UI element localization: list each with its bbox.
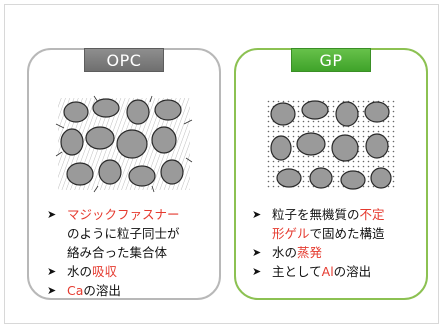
opc-panel: OPC — [27, 48, 221, 300]
particle — [66, 162, 94, 186]
bullet-line: マジックファスナー — [67, 205, 215, 224]
highlighted-text: マジックファスナー — [67, 207, 180, 222]
highlighted-text: 不定 — [359, 207, 385, 222]
bullet-line: 形ゲルで固めた構造 — [272, 224, 426, 243]
particle — [151, 126, 177, 154]
bullet-text: 主として — [272, 264, 322, 279]
bullet-item: ➤ マジックファスナーのように粒子同士が絡み合った集合体 — [45, 205, 215, 262]
arrow-bullet-icon: ➤ — [47, 284, 57, 297]
bullet-item: ➤ Caの溶出 — [45, 281, 215, 300]
gp-panel: GP ➤粒子を無機質の不 — [234, 48, 428, 300]
slide-frame: OPC — [4, 4, 439, 324]
highlighted-text: 蒸発 — [297, 245, 323, 260]
particle — [92, 98, 120, 118]
fiber-hairs — [55, 95, 193, 193]
highlighted-text: Al — [321, 264, 334, 279]
particle — [364, 101, 390, 123]
gp-bullet-list: ➤粒子を無機質の不定形ゲルで固めた構造➤水の蒸発➤主としてAlの溶出 — [250, 205, 426, 281]
particle — [116, 129, 148, 159]
opc-label: OPC — [84, 48, 164, 72]
particle — [63, 101, 89, 123]
particle — [128, 165, 156, 187]
particle — [370, 167, 392, 189]
particle — [301, 100, 329, 120]
arrow-bullet-icon: ➤ — [252, 246, 262, 259]
particle — [309, 167, 333, 189]
bullet-item: ➤ 主としてAlの溶出 — [250, 262, 426, 281]
bullet-text: の溶出 — [333, 264, 372, 279]
bullet-line: のように粒子同士が — [67, 224, 215, 243]
bullet-item: ➤粒子を無機質の不定形ゲルで固めた構造 — [250, 205, 426, 243]
particle — [270, 135, 292, 161]
bullet-text: 水の — [272, 245, 298, 260]
particle — [276, 168, 302, 188]
arrow-bullet-icon: ➤ — [47, 265, 57, 278]
highlighted-text: 形ゲル — [272, 226, 310, 241]
gp-particle-illustration — [265, 98, 397, 190]
particle — [340, 170, 366, 190]
gp-label: GP — [291, 48, 371, 72]
particle — [160, 159, 184, 185]
particle — [365, 133, 389, 159]
bullet-text: 水の — [67, 264, 93, 279]
arrow-bullet-icon: ➤ — [252, 208, 262, 221]
bullet-line: 主としてAlの溶出 — [272, 262, 426, 281]
opc-particle-illustration — [55, 95, 193, 193]
bullet-text: 粒子を無機質の — [272, 207, 360, 222]
bullet-text: 絡み合った集合体 — [67, 245, 168, 260]
bullet-item: ➤ 水の吸収 — [45, 262, 215, 281]
bullet-item: ➤ 水の蒸発 — [250, 243, 426, 262]
bullet-line: 粒子を無機質の不定 — [272, 205, 426, 224]
opc-particles — [60, 98, 184, 187]
bullet-text: で固めた構造 — [309, 226, 385, 241]
particle — [154, 99, 182, 121]
highlighted-text: Ca — [67, 283, 84, 298]
bullet-line: 水の吸収 — [67, 262, 215, 281]
particle — [98, 159, 122, 185]
particle — [331, 134, 359, 162]
bullet-text: のように粒子同士が — [67, 226, 180, 241]
particle — [60, 128, 84, 156]
arrow-bullet-icon: ➤ — [252, 265, 262, 278]
particle — [270, 102, 296, 126]
gp-particles — [270, 100, 392, 190]
particle — [335, 101, 359, 127]
bullet-line: 絡み合った集合体 — [67, 243, 215, 262]
bullet-line: 水の蒸発 — [272, 243, 426, 262]
particle — [126, 99, 150, 125]
particle — [85, 126, 115, 150]
arrow-bullet-icon: ➤ — [47, 208, 57, 221]
bullet-line: Caの溶出 — [67, 281, 215, 300]
opc-bullet-list: ➤ マジックファスナーのように粒子同士が絡み合った集合体 ➤ 水の吸収 ➤ Caの溶出 — [45, 205, 215, 300]
highlighted-text: 吸収 — [92, 264, 118, 279]
bullet-text: の溶出 — [83, 283, 121, 298]
particle — [296, 132, 326, 156]
